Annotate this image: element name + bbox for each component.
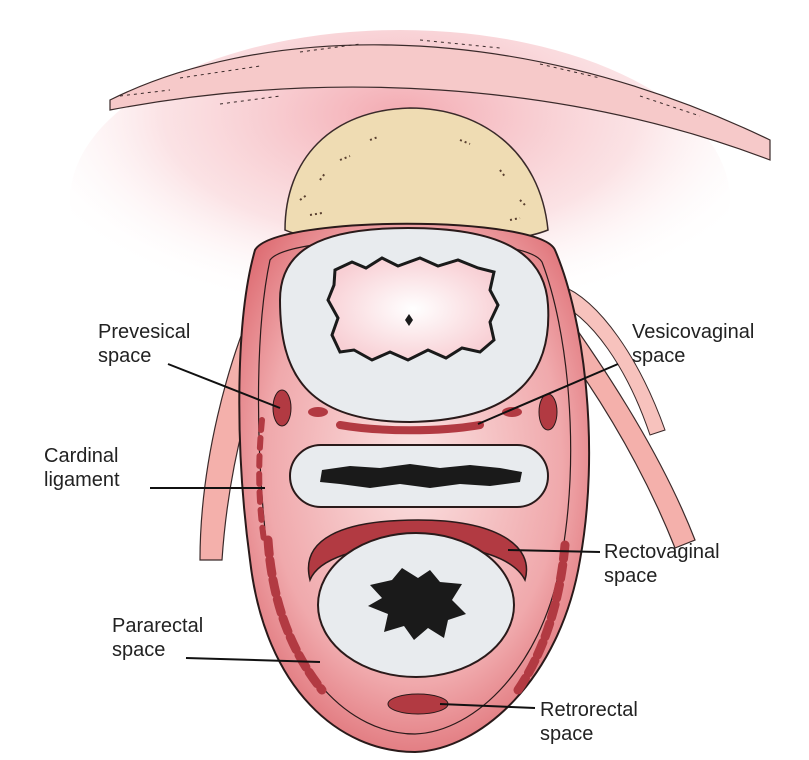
label-rectovaginal-line1: Rectovaginal xyxy=(604,540,720,564)
label-retrorectal-line1: Retrorectal xyxy=(540,698,638,722)
bladder-mucosa xyxy=(328,258,498,360)
label-vesicovaginal-line2: space xyxy=(632,344,754,368)
label-cardinal-line2: ligament xyxy=(44,468,120,492)
label-prevesical-line2: space xyxy=(98,344,190,368)
paravesical-pocket-left xyxy=(308,407,328,417)
label-prevesical-space: Prevesical space xyxy=(98,320,190,368)
label-retrorectal-space: Retrorectal space xyxy=(540,698,638,746)
label-vesicovaginal-line1: Vesicovaginal xyxy=(632,320,754,344)
label-prevesical-line1: Prevesical xyxy=(98,320,190,344)
label-pararectal-line1: Pararectal xyxy=(112,614,203,638)
label-pararectal-line2: space xyxy=(112,638,203,662)
label-vesicovaginal-space: Vesicovaginal space xyxy=(632,320,754,368)
label-cardinal-line1: Cardinal xyxy=(44,444,120,468)
label-rectovaginal-space: Rectovaginal space xyxy=(604,540,720,588)
label-retrorectal-line2: space xyxy=(540,722,638,746)
prevesical-space-right-pocket xyxy=(539,394,557,430)
prevesical-space-left-pocket xyxy=(273,390,291,426)
retrorectal-space xyxy=(388,694,448,714)
label-cardinal-ligament: Cardinal ligament xyxy=(44,444,120,492)
label-pararectal-space: Pararectal space xyxy=(112,614,203,662)
label-rectovaginal-line2: space xyxy=(604,564,720,588)
vagina-lumen xyxy=(320,464,522,488)
